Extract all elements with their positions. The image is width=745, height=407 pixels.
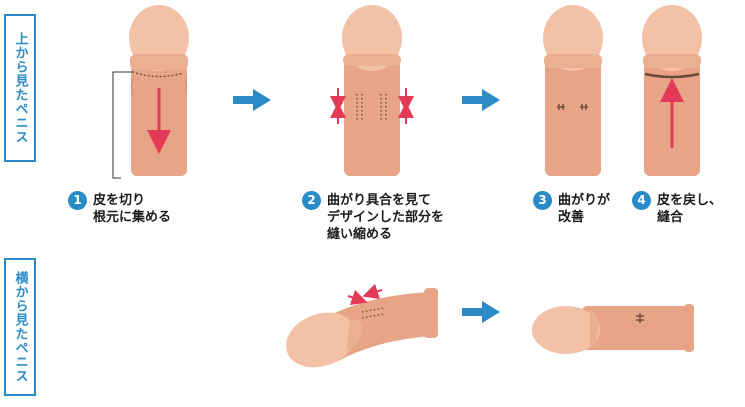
step-4-caption: 4 皮を戻し、 縫合: [632, 191, 723, 226]
step-3-caption: 3 曲がりが 改善: [533, 191, 611, 226]
step-number-badge: 3: [533, 191, 552, 210]
step-1-caption: 1 皮を切り 根元に集める: [68, 191, 172, 226]
step-text: 皮を切り 根元に集める: [93, 193, 172, 225]
figure-step-3: [543, 5, 603, 176]
figure-step-2: [330, 5, 414, 176]
step-number-badge: 1: [68, 191, 87, 210]
figure-step-1: [112, 5, 189, 179]
top-view-label: 上から見たペニス: [4, 14, 36, 162]
figure-side-straight: [532, 304, 694, 354]
flow-arrow-2: [462, 89, 500, 111]
step-number-badge: 4: [632, 191, 651, 210]
step-text: 皮を戻し、 縫合: [657, 193, 723, 225]
step-text: 曲がり具合を見て デザインした部分を 縫い縮める: [327, 193, 445, 242]
suture-ring: [644, 72, 700, 79]
step-2-caption: 2 曲がり具合を見て デザインした部分を 縫い縮める: [302, 191, 445, 243]
step-number-badge: 2: [302, 191, 321, 210]
step-text: 曲がりが 改善: [558, 193, 611, 225]
side-view-label: 横から見たペニス: [4, 258, 36, 396]
flow-arrow-3: [462, 301, 500, 323]
cut-line-pointer: [112, 71, 134, 179]
flow-arrow-1: [233, 89, 271, 111]
figure-step-4: [642, 5, 702, 176]
figure-side-curved: [286, 283, 438, 368]
